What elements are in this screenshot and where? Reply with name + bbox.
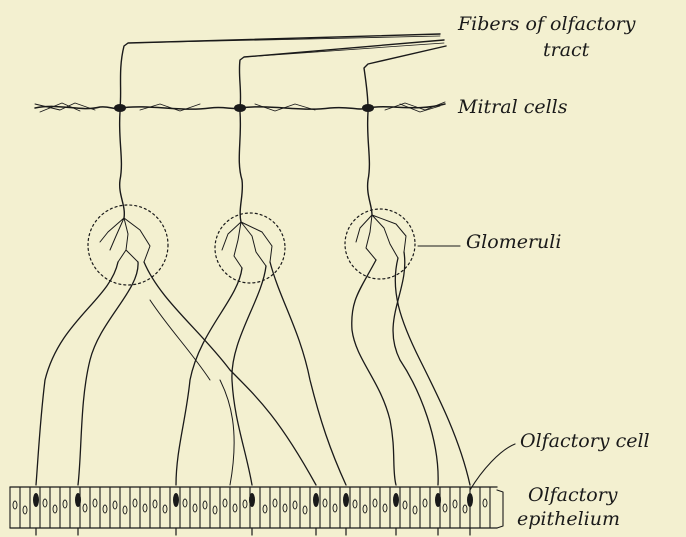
mitral-dendrites	[120, 112, 372, 222]
mitral-cell-2	[234, 104, 246, 112]
label-olfactory-cell: Olfactory cell	[520, 430, 650, 452]
mitral-cell-3	[362, 104, 374, 112]
label-mitral-cells: Mitral cells	[458, 96, 567, 118]
label-olfactory-epithelium-line2: epithelium	[517, 508, 620, 530]
epithelium-bracket	[497, 490, 503, 528]
label-glomeruli: Glomeruli	[466, 231, 561, 253]
mitral-cell-1	[114, 104, 126, 112]
label-fibers-of-olfactory-tract-line2: tract	[543, 39, 589, 61]
label-fibers-of-olfactory-tract: Fibers of olfactory	[458, 13, 635, 35]
olfactory-epithelium	[10, 487, 497, 535]
olfactory-cell-leader	[470, 444, 515, 490]
olfactory-tract-fibers	[120, 34, 446, 108]
glomerulus-2	[215, 213, 285, 283]
glomerulus-1	[88, 205, 168, 285]
label-olfactory-epithelium: Olfactory	[528, 484, 618, 506]
olfactory-nerve-fibers	[36, 252, 470, 485]
leader-lines	[418, 246, 515, 528]
